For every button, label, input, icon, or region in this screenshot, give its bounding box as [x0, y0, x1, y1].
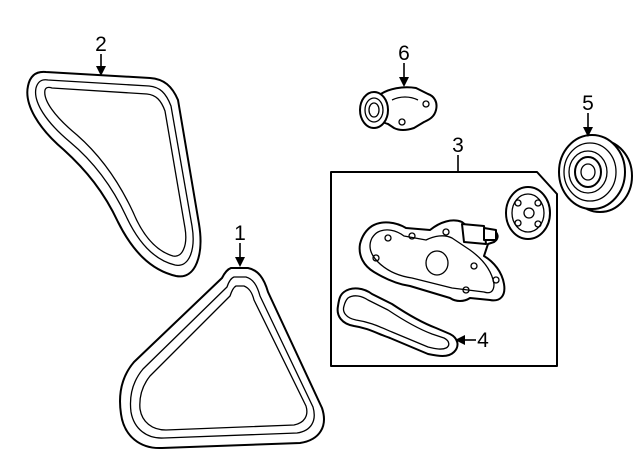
callout-5: 5 — [582, 92, 594, 115]
pump-hub-flange — [505, 186, 551, 240]
callout-3: 3 — [452, 134, 464, 157]
thermostat-housing — [359, 86, 438, 131]
callout-2: 2 — [95, 33, 107, 56]
pulley — [558, 134, 633, 213]
pump-body — [358, 219, 506, 302]
callout-leaders — [96, 54, 593, 345]
callout-1: 1 — [234, 222, 246, 245]
callout-4: 4 — [477, 329, 489, 352]
callout-6: 6 — [398, 42, 410, 65]
belt-2 — [26, 70, 202, 278]
belt-1 — [119, 267, 325, 450]
water-pump-assembly — [330, 171, 558, 367]
gasket — [336, 287, 459, 357]
